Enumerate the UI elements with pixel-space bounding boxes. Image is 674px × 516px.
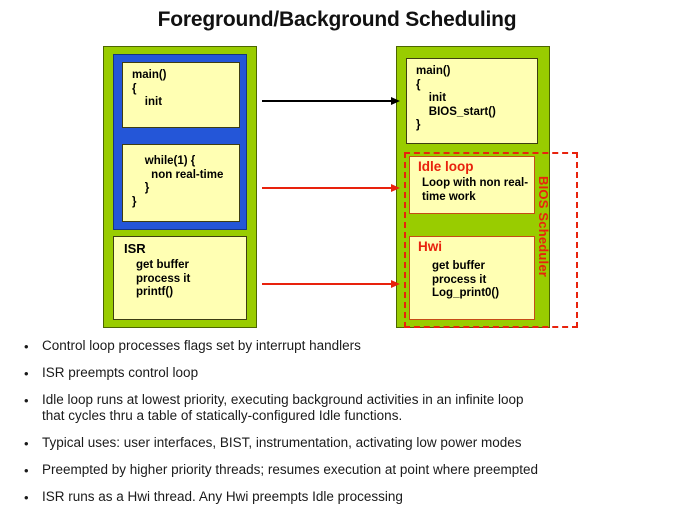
left-isr-box: ISR get buffer process it printf() (113, 236, 247, 320)
list-item: • ISR preempts control loop (14, 365, 664, 381)
list-item-line-2: that cycles thru a table of statically-c… (42, 408, 403, 423)
list-item-line-1: Typical uses: user interfaces, BIST, ins… (42, 435, 522, 450)
list-item-line-1: ISR preempts control loop (42, 365, 199, 380)
bullet-dot: • (24, 339, 29, 354)
list-item: • Typical uses: user interfaces, BIST, i… (14, 435, 664, 451)
list-item: • Preempted by higher priority threads; … (14, 462, 664, 478)
bullet-dot: • (24, 393, 29, 408)
bullet-dot: • (24, 366, 29, 381)
list-item-line-1: Preempted by higher priority threads; re… (42, 462, 539, 477)
arrow-shaft (262, 283, 391, 285)
left-main-box: main() { init (122, 62, 240, 128)
arrow-shaft (262, 100, 391, 102)
arrow-head (391, 97, 400, 105)
right-hwi-body: get buffer process it Log_print0() (432, 260, 500, 299)
bios-scheduler-label: BIOS Scheduler (536, 176, 551, 278)
arrow-head (391, 184, 400, 192)
list-item: • ISR runs as a Hwi thread. Any Hwi pree… (14, 489, 664, 505)
bullet-list: • Control loop processes flags set by in… (14, 338, 664, 516)
bullet-dot: • (24, 490, 29, 505)
bullet-dot: • (24, 463, 29, 478)
list-item: • Control loop processes flags set by in… (14, 338, 664, 354)
list-item-line-1: ISR runs as a Hwi thread. Any Hwi preemp… (42, 489, 403, 504)
list-item: • Idle loop runs at lowest priority, exe… (14, 392, 664, 424)
list-item-line-1: Idle loop runs at lowest priority, execu… (42, 392, 524, 407)
left-while-code: while(1) { non real-time } } (132, 155, 224, 208)
bullet-dot: • (24, 436, 29, 451)
right-idle-heading: Idle loop (418, 159, 474, 174)
arrow-head (391, 280, 400, 288)
right-idle-loop-box: Idle loop Loop with non real- time work (409, 156, 535, 214)
left-main-code: main() { init (132, 69, 167, 108)
left-isr-body: get buffer process it printf() (136, 259, 191, 298)
arrow-shaft (262, 187, 391, 189)
list-item-line-1: Control loop processes flags set by inte… (42, 338, 361, 353)
left-while-box: while(1) { non real-time } } (122, 144, 240, 222)
page-title: Foreground/Background Scheduling (157, 8, 517, 31)
right-idle-body: Loop with non real- time work (422, 177, 529, 203)
right-main-box: main() { init BIOS_start() } (406, 58, 538, 144)
right-hwi-heading: Hwi (418, 239, 443, 254)
right-hwi-box: Hwi get buffer process it Log_print0() (409, 236, 535, 320)
right-main-code: main() { init BIOS_start() } (416, 65, 496, 131)
left-isr-heading: ISR (124, 241, 146, 256)
bios-scheduler-frame (404, 152, 578, 328)
